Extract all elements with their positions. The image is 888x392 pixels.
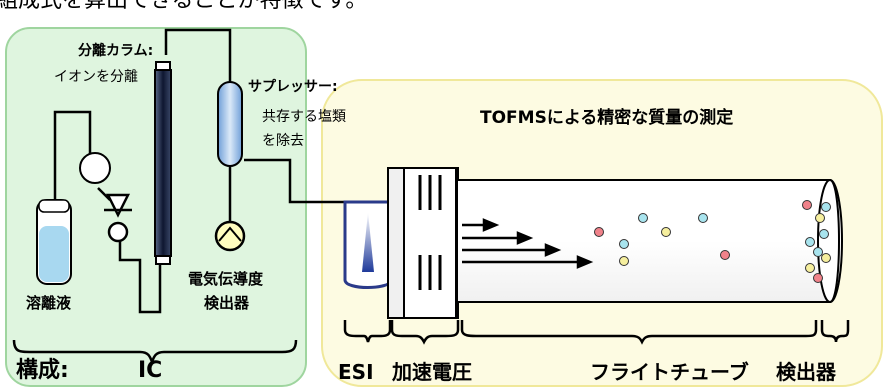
esi-label: ESI — [338, 360, 374, 384]
suppressor-desc-1: 共存する塩類 — [262, 109, 346, 125]
suppressor-icon — [217, 81, 243, 167]
separation-column-title: 分離カラム: — [78, 43, 154, 59]
accelerator-block — [387, 167, 459, 319]
suppressor-title: サプレッサー: — [248, 79, 338, 95]
suppressor-desc-2: を除去 — [262, 133, 304, 149]
conductivity-detector-icon — [214, 220, 246, 252]
tofms-title: TOFMSによる精密な質量の測定 — [480, 108, 734, 128]
detector-label-1: 電気伝導度 — [188, 270, 264, 288]
ic-bracket — [12, 339, 298, 366]
separation-column-desc: イオンを分離 — [54, 69, 138, 85]
injector-valve-icon — [104, 193, 132, 243]
flight-tube — [458, 179, 843, 303]
tofms-detector-label: 検出器 — [776, 360, 836, 384]
eluent-bottle-icon — [36, 199, 72, 285]
ion-arrows — [462, 218, 594, 269]
ions — [594, 200, 831, 283]
eluent-label: 溶離液 — [26, 294, 72, 312]
composition-label: 構成: — [16, 358, 69, 383]
flight-tube-label: フライトチューブ — [590, 360, 749, 384]
separation-column-icon — [154, 61, 172, 265]
tofms-brackets — [343, 320, 850, 345]
pump-icon — [79, 152, 111, 184]
top-caption: 組成式を算出できることが特徴です。 — [0, 0, 368, 13]
ic-label: IC — [138, 358, 163, 383]
esi-source-icon — [343, 200, 394, 289]
ic-tubing — [53, 28, 350, 314]
detector-label-2: 検出器 — [204, 294, 250, 312]
accel-label: 加速電圧 — [392, 360, 472, 384]
